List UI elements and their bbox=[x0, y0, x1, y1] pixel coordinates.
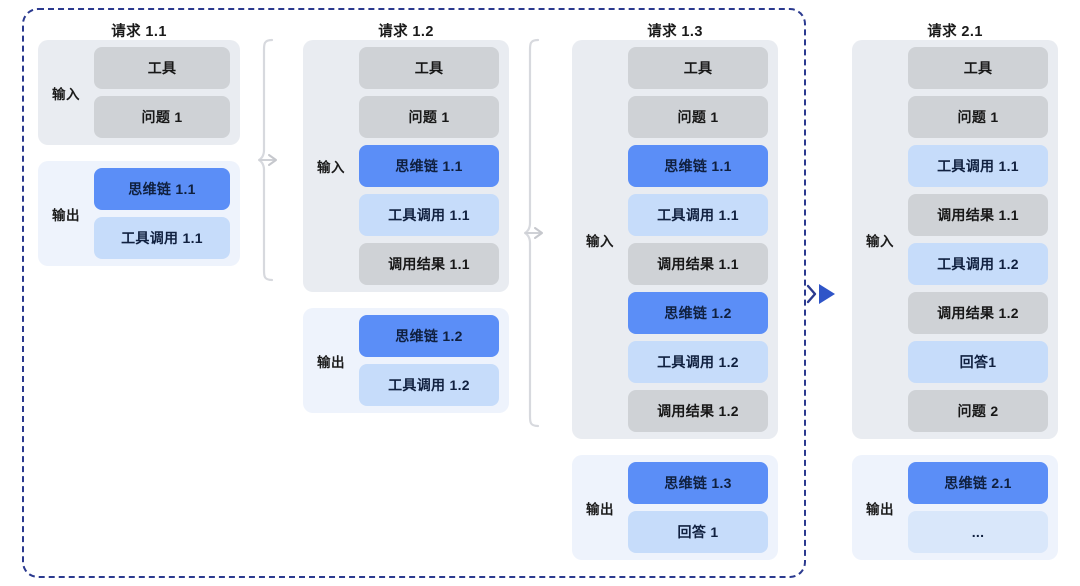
context-cell: 回答 1 bbox=[628, 511, 768, 553]
output-label: 输出 bbox=[317, 354, 345, 370]
connector-brace-2 bbox=[524, 38, 558, 428]
context-cell: 回答1 bbox=[908, 341, 1048, 383]
context-cell: 工具调用 1.2 bbox=[908, 243, 1048, 285]
context-cell: 思维链 1.1 bbox=[359, 145, 499, 187]
output-label: 输出 bbox=[52, 207, 80, 223]
input-label: 输入 bbox=[866, 233, 894, 249]
context-cell: 工具调用 1.1 bbox=[94, 217, 230, 259]
input-cell-list: 工具问题 1 思维链 1.1 工具调用 1.1 调用结果 1.1 bbox=[359, 40, 509, 292]
context-cell: 调用结果 1.1 bbox=[359, 243, 499, 285]
context-cell: 工具调用 1.2 bbox=[628, 341, 768, 383]
column-title: 请求 1.2 bbox=[378, 24, 434, 40]
output-group-req-1-3: 输出思维链 1.3 回答 1 bbox=[572, 455, 778, 560]
input-cell-list: 工具问题 1 bbox=[94, 40, 240, 145]
context-cell: 工具 bbox=[908, 47, 1048, 89]
context-cell: 思维链 2.1 bbox=[908, 462, 1048, 504]
context-cell: 工具调用 1.2 bbox=[359, 364, 499, 406]
column-title: 请求 2.1 bbox=[927, 24, 983, 40]
output-cell-list: 思维链 1.2 工具调用 1.2 bbox=[359, 308, 509, 413]
output-cell-list: 思维链 1.3 回答 1 bbox=[628, 455, 778, 560]
context-cell: 工具调用 1.1 bbox=[908, 145, 1048, 187]
context-cell: 问题 1 bbox=[94, 96, 230, 138]
context-cell: 调用结果 1.2 bbox=[628, 390, 768, 432]
output-label: 输出 bbox=[586, 501, 614, 517]
context-cell: ... bbox=[908, 511, 1048, 553]
context-cell: 工具 bbox=[359, 47, 499, 89]
context-cell: 工具 bbox=[94, 47, 230, 89]
context-cell: 调用结果 1.2 bbox=[908, 292, 1048, 334]
input-label: 输入 bbox=[52, 86, 80, 102]
input-group-req-1-2: 输入 工具问题 1 思维链 1.1 工具调用 1.1 调用结果 1.1 bbox=[303, 40, 509, 292]
context-cell: 问题 1 bbox=[628, 96, 768, 138]
input-label: 输入 bbox=[586, 233, 614, 249]
output-cell-list: 思维链 1.1 工具调用 1.1 bbox=[94, 161, 240, 266]
input-cell-list: 工具问题 1 思维链 1.1 工具调用 1.1 调用结果 1.1 思维链 1.2 工具调用… bbox=[628, 40, 778, 439]
context-cell: 思维链 1.2 bbox=[359, 315, 499, 357]
context-cell: 调用结果 1.1 bbox=[908, 194, 1048, 236]
output-group-req-1-2: 输出思维链 1.2 工具调用 1.2 bbox=[303, 308, 509, 413]
context-cell: 问题 2 bbox=[908, 390, 1048, 432]
context-cell: 问题 1 bbox=[359, 96, 499, 138]
input-group-req-1-1: 输入工具问题 1 bbox=[38, 40, 240, 145]
column-title: 请求 1.3 bbox=[647, 24, 703, 40]
output-group-req-1-1: 输出思维链 1.1 工具调用 1.1 bbox=[38, 161, 240, 266]
context-cell: 思维链 1.2 bbox=[628, 292, 768, 334]
request-column-req-2-1: 请求 2.1 输入 工具问题 1 工具调用 1.1 调用结果 1.1 工具调用 1.2 调用… bbox=[852, 20, 1058, 586]
output-cell-list: 思维链 2.1... bbox=[908, 455, 1058, 560]
output-label: 输出 bbox=[866, 501, 894, 517]
input-group-req-2-1: 输入 工具问题 1 工具调用 1.1 调用结果 1.1 工具调用 1.2 调用结果 1.2… bbox=[852, 40, 1058, 439]
context-cell: 工具调用 1.1 bbox=[628, 194, 768, 236]
context-cell: 思维链 1.1 bbox=[94, 168, 230, 210]
context-cell: 问题 1 bbox=[908, 96, 1048, 138]
input-cell-list: 工具问题 1 工具调用 1.1 调用结果 1.1 工具调用 1.2 调用结果 1.2 回答… bbox=[908, 40, 1058, 439]
output-group-req-2-1: 输出思维链 2.1... bbox=[852, 455, 1058, 560]
context-cell: 思维链 1.3 bbox=[628, 462, 768, 504]
input-label: 输入 bbox=[317, 160, 345, 175]
request-column-req-1-3: 请求 1.3 输入 工具问题 1 思维链 1.1 工具调用 1.1 调用结果 1.1 思维链… bbox=[572, 20, 778, 586]
connector-brace-1 bbox=[258, 38, 292, 282]
context-cell: 工具 bbox=[628, 47, 768, 89]
context-cell: 工具调用 1.1 bbox=[359, 194, 499, 236]
column-title: 请求 1.1 bbox=[111, 24, 167, 40]
context-cell: 调用结果 1.1 bbox=[628, 243, 768, 285]
request-column-req-1-2: 请求 1.2 输入 工具问题 1 思维链 1.1 工具调用 1.1 调用结果 1.1 输出思… bbox=[303, 20, 509, 586]
connector-arrow-next-turn bbox=[806, 280, 842, 308]
context-cell: 思维链 1.1 bbox=[628, 145, 768, 187]
